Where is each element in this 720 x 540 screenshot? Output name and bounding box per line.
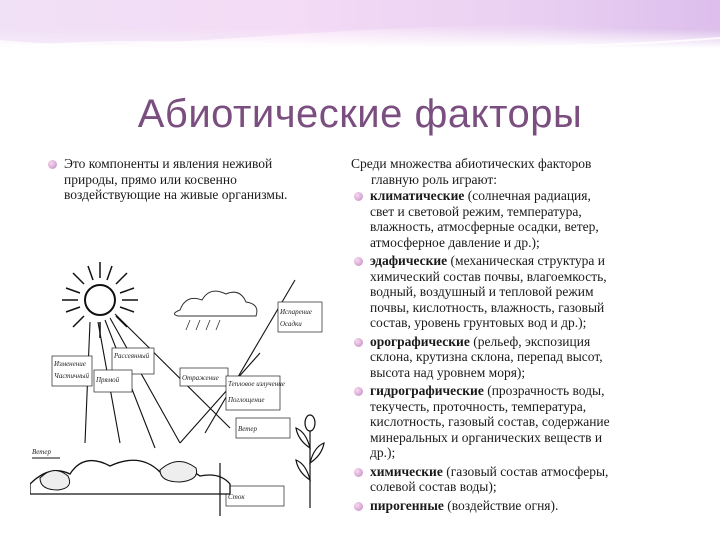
factor-item-hydrographic: гидрографические (прозрачность воды, тек…: [354, 383, 700, 461]
factor-desc: атмосферное давление и др.);: [370, 234, 540, 250]
factor-desc: (воздействие огня).: [443, 497, 559, 513]
factor-term: орографические: [370, 333, 470, 349]
factor-desc: склона, крутизна склона, перепад высот,: [370, 349, 603, 364]
diagram-label: Изменение: [53, 360, 86, 368]
factor-term: гидрографические: [370, 383, 484, 398]
diagram-label: Отражение: [182, 374, 219, 382]
factor-desc: (прозрачность воды,: [483, 383, 605, 398]
factor-desc: почвы, кислотность, влажность, газовый: [370, 299, 605, 315]
factors-intro: Среди множества абиотических факторов гл…: [351, 156, 691, 187]
bullet-icon: [354, 337, 363, 347]
factor-item-climatic: климатические (солнечная радиация, свет …: [354, 188, 700, 250]
plant-icon: [295, 414, 325, 508]
factor-desc: состав, уровень грунтовых вод и др.);: [370, 315, 587, 330]
definition-line: природы, прямо или косвенно: [64, 171, 237, 187]
factor-desc: (газовый состав атмосферы,: [442, 463, 609, 479]
diagram-label: Испарение: [279, 308, 312, 316]
factor-desc: минеральных и органических веществ и: [370, 429, 603, 445]
bullet-icon: [48, 160, 57, 169]
intro-line: Среди множества абиотических факторов: [351, 156, 592, 171]
diagram-label: Частичный: [54, 372, 90, 380]
slide-title: Абиотические факторы: [137, 92, 583, 136]
diagram-label: Сток: [228, 493, 245, 501]
factor-desc: др.);: [370, 445, 396, 460]
factor-desc: высота над уровнем моря);: [370, 364, 526, 380]
factor-desc: текучесть, проточность, температура,: [370, 398, 587, 414]
definition-text: Это компоненты и явления неживой природы…: [64, 156, 364, 203]
bullet-icon: [354, 257, 363, 266]
factor-item-chemical: химические (газовый состав атмосферы, со…: [354, 463, 700, 495]
rock-icon: [39, 470, 71, 491]
factor-item-pyrogenic: пирогенные (воздействие огня).: [354, 497, 700, 514]
factors-list: климатические (солнечная радиация, свет …: [354, 188, 700, 514]
cloud-icon: [174, 290, 258, 317]
diagram-label: Осадки: [280, 320, 302, 328]
diagram-label: Поглощение: [227, 396, 264, 404]
factor-item-orographic: орографические (рельеф, экспозиция склон…: [354, 333, 700, 381]
bullet-icon: [354, 387, 363, 396]
header-wave-decoration: [0, 0, 720, 49]
factor-desc: (механическая структура и: [447, 253, 606, 268]
diagram-label: Ветер: [32, 448, 51, 456]
sun-icon: [62, 262, 138, 338]
factor-desc: солевой состав воды);: [370, 479, 497, 494]
diagram-label: Тепловое излучение: [228, 380, 285, 388]
factor-desc: влажность, атмосферные осадки, ветер,: [370, 219, 599, 234]
definition-line: Это компоненты и явления неживой: [64, 156, 273, 171]
intro-line: главную роль играют:: [371, 171, 498, 187]
factor-desc: (солнечная радиация,: [464, 188, 591, 203]
bullet-icon: [354, 501, 363, 511]
abiotic-factors-diagram: Изменение Частичный Рассеянный Прямой От…: [30, 262, 325, 516]
diagram-label: Рассеянный: [113, 352, 150, 360]
factor-term: пирогенные: [370, 497, 444, 513]
rock-icon: [159, 461, 198, 483]
factor-desc: кислотность, газовый состав, содержание: [370, 414, 610, 429]
bullet-icon: [354, 467, 363, 477]
factor-term: климатические: [370, 188, 465, 203]
bullet-icon: [354, 192, 363, 201]
factor-desc: химический состав почвы, влагоемкость,: [370, 268, 607, 284]
factor-desc: водный, воздушный и тепловой режим: [370, 284, 594, 299]
factor-term: эдафические: [370, 253, 448, 268]
factor-desc: свет и световой режим, температура,: [370, 203, 582, 219]
factor-desc: (рельеф, экспозиция: [469, 333, 591, 349]
definition-line: воздействующие на живые организмы.: [64, 187, 288, 202]
rain-icon: [185, 319, 221, 331]
factor-item-edaphic: эдафические (механическая структура и хи…: [354, 253, 700, 331]
factor-term: химические: [370, 463, 443, 479]
diagram-label: Ветер: [238, 425, 257, 433]
diagram-label: Прямой: [95, 376, 120, 384]
